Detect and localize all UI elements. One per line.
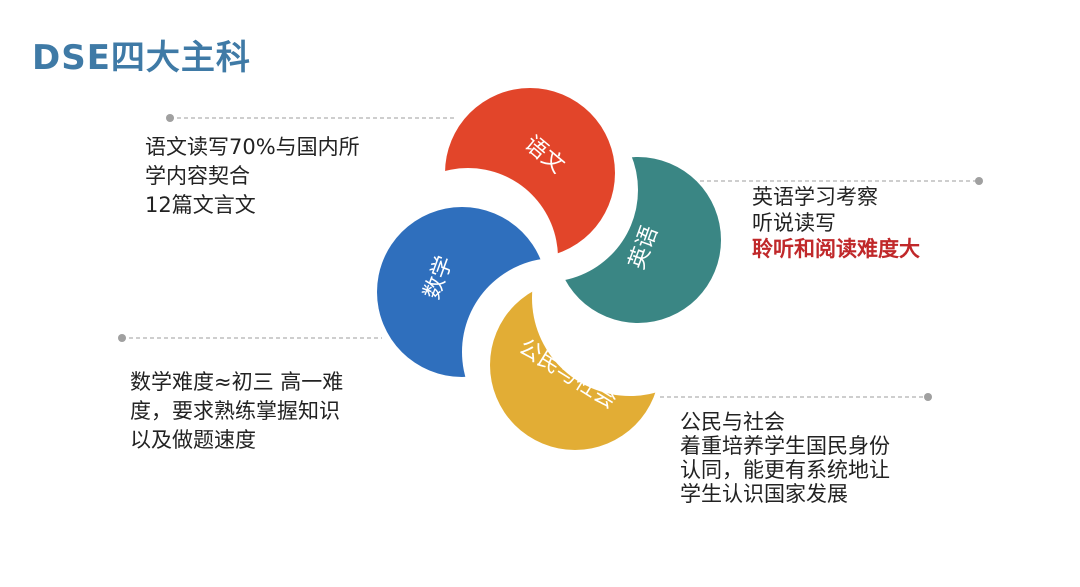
connector-dot bbox=[975, 177, 983, 185]
connector-dot bbox=[166, 114, 174, 122]
note-highlight: 聆听和阅读难度大 bbox=[752, 237, 920, 261]
note-math: 数学难度≈初三 高一难 度，要求熟练掌握知识 以及做题速度 bbox=[130, 368, 343, 455]
note-chinese: 语文读写70%与国内所 学内容契合 12篇文言文 bbox=[145, 133, 360, 220]
connector-dot bbox=[924, 393, 932, 401]
note-line: 以及做题速度 bbox=[130, 428, 256, 452]
note-line: 公民与社会 bbox=[680, 410, 785, 434]
note-line: 学内容契合 bbox=[145, 164, 250, 188]
note-civics: 公民与社会 着重培养学生国民身份 认同，能更有系统地让 学生认识国家发展 bbox=[680, 410, 890, 506]
note-line: 12篇文言文 bbox=[145, 193, 256, 217]
note-line: 度，要求熟练掌握知识 bbox=[130, 399, 340, 423]
page-title: DSE四大主科 bbox=[32, 38, 251, 78]
note-line: 英语学习考察 bbox=[752, 185, 878, 209]
note-line: 认同，能更有系统地让 bbox=[680, 458, 890, 482]
connector-dot bbox=[118, 334, 126, 342]
note-line: 语文读写70%与国内所 bbox=[145, 135, 360, 159]
note-english: 英语学习考察 听说读写 聆听和阅读难度大 bbox=[752, 184, 920, 262]
petal-english bbox=[555, 157, 721, 323]
note-line: 着重培养学生国民身份 bbox=[680, 434, 890, 458]
note-line: 听说读写 bbox=[752, 211, 836, 235]
petal-civics bbox=[490, 280, 660, 450]
note-line: 学生认识国家发展 bbox=[680, 482, 848, 506]
note-line: 数学难度≈初三 高一难 bbox=[130, 370, 344, 394]
